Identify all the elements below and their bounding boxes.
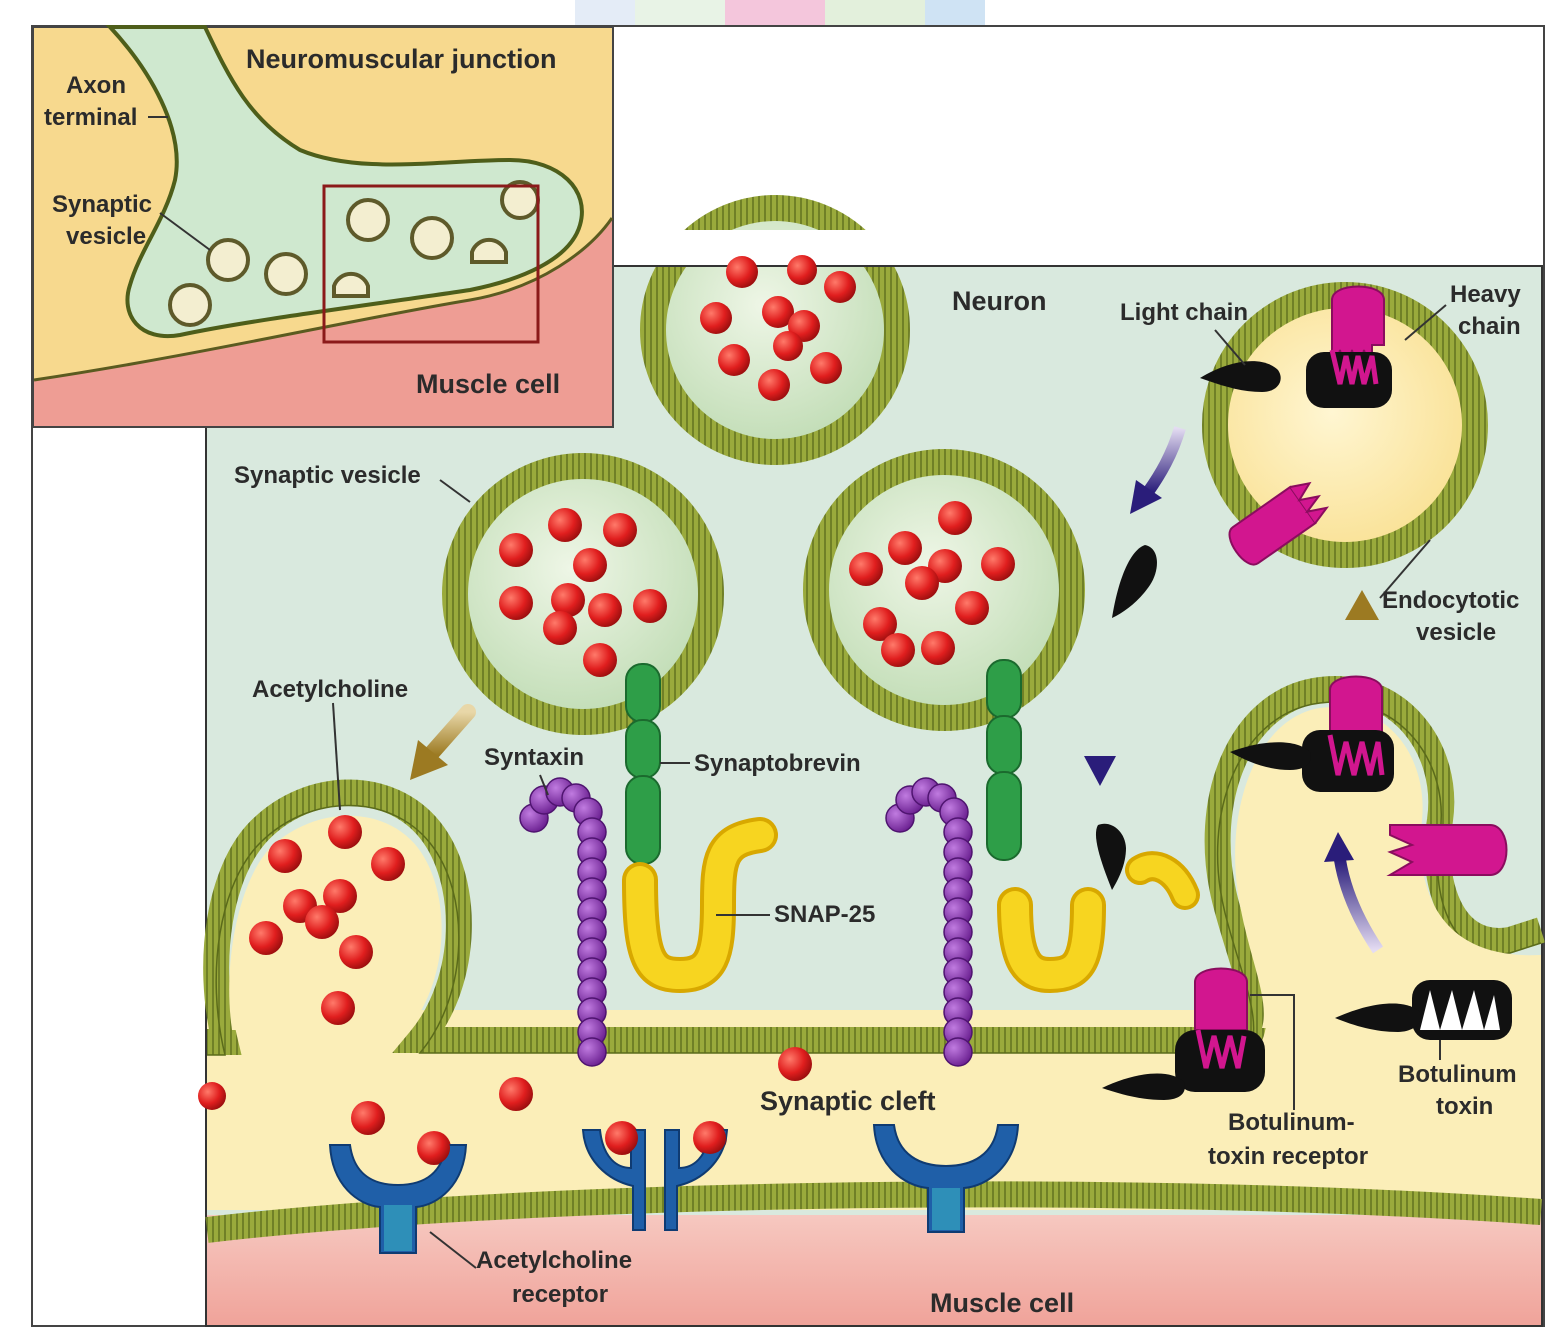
synaptobrevin-right [986, 659, 1022, 861]
toxin-heavy-chain-released [1228, 481, 1330, 566]
acetylcholine-molecules [198, 255, 1015, 1165]
label-botulinum-receptor-line1: Botulinum- [1228, 1109, 1355, 1136]
synaptic-vesicle-right [803, 449, 1085, 731]
toxin-light-chain-1 [1112, 545, 1157, 618]
label-synaptobrevin: Synaptobrevin [694, 750, 861, 777]
label-synaptic-vesicle: Synaptic vesicle [234, 462, 421, 489]
inset-vesicles [168, 180, 540, 327]
inset-title: Neuromuscular junction [246, 44, 557, 74]
syntaxin-bead [943, 1037, 973, 1067]
label-ach-receptor-line1: Acetylcholine [476, 1247, 632, 1274]
toxin-heavy-chain-in-vesicle [1306, 285, 1392, 408]
synaptic-vesicle-top [640, 195, 910, 465]
label-acetylcholine: Acetylcholine [252, 676, 408, 703]
presynaptic-membrane [203, 676, 1545, 1055]
label-snap25: SNAP-25 [774, 901, 875, 928]
label-neuron: Neuron [952, 286, 1047, 316]
acetylcholine-receptor-1 [328, 1144, 468, 1254]
inset-zoom-box [322, 184, 540, 344]
label-synaptic-cleft: Synaptic cleft [760, 1086, 936, 1116]
main-panel: Neuron Synaptic vesicle Acetylcholine Sy… [198, 195, 1545, 1327]
label-botulinum-receptor-line2: toxin receptor [1208, 1143, 1368, 1170]
synaptobrevin-left [625, 663, 661, 865]
label-muscle-cell-main: Muscle cell [930, 1288, 1074, 1318]
toxin-heavy-chain-free [1386, 824, 1508, 876]
label-syntaxin: Syntaxin [484, 744, 584, 771]
toxin-at-pocket [1230, 675, 1394, 792]
label-botulinum-toxin-line2: toxin [1436, 1093, 1493, 1120]
inset-label-axon-line2: terminal [44, 104, 137, 131]
inset-label-vesicle-line2: vesicle [66, 223, 146, 250]
leader-lines [332, 304, 1447, 1269]
toxin-light-chain-in-vesicle [1200, 361, 1281, 392]
inset-label-muscle-cell: Muscle cell [416, 369, 560, 399]
label-light-chain: Light chain [1120, 299, 1248, 326]
label-heavy-chain-line2: chain [1458, 313, 1521, 340]
arrow-light-chain-release [1130, 426, 1186, 514]
label-heavy-chain-line1: Heavy [1450, 281, 1521, 308]
toxin-light-chain-2 [1095, 823, 1126, 890]
inset-panel: Neuromuscular junction Axon terminal Syn… [32, 25, 614, 428]
label-ach-receptor-line2: receptor [512, 1281, 608, 1308]
syntaxin-right [885, 777, 973, 1067]
arrow-light-chain-down [1084, 668, 1116, 786]
top-color-strip [575, 0, 985, 26]
muscle-cell-region [207, 1215, 1541, 1325]
postsynaptic-membrane [205, 1181, 1542, 1243]
toxin-bound-to-receptor [1102, 967, 1265, 1100]
arrow-toxin-binding [1324, 832, 1383, 954]
inset-muscle-cell [34, 218, 612, 426]
arrow-endocytosis-up [1345, 590, 1379, 655]
arrow-vesicle-fusion [410, 704, 476, 780]
label-botulinum-toxin-line1: Botulinum [1398, 1061, 1517, 1088]
inset-label-vesicle-line1: Synaptic [52, 191, 152, 218]
syntaxin-left [519, 777, 607, 1067]
acetylcholine-receptor-3 [872, 1124, 1020, 1233]
syntaxin-bead [577, 1037, 607, 1067]
label-endocytotic-line2: vesicle [1416, 619, 1496, 646]
label-endocytotic-line1: Endocytotic [1382, 587, 1519, 614]
botulinum-toxin-whole [1335, 980, 1512, 1040]
inset-label-axon-line1: Axon [66, 72, 126, 99]
